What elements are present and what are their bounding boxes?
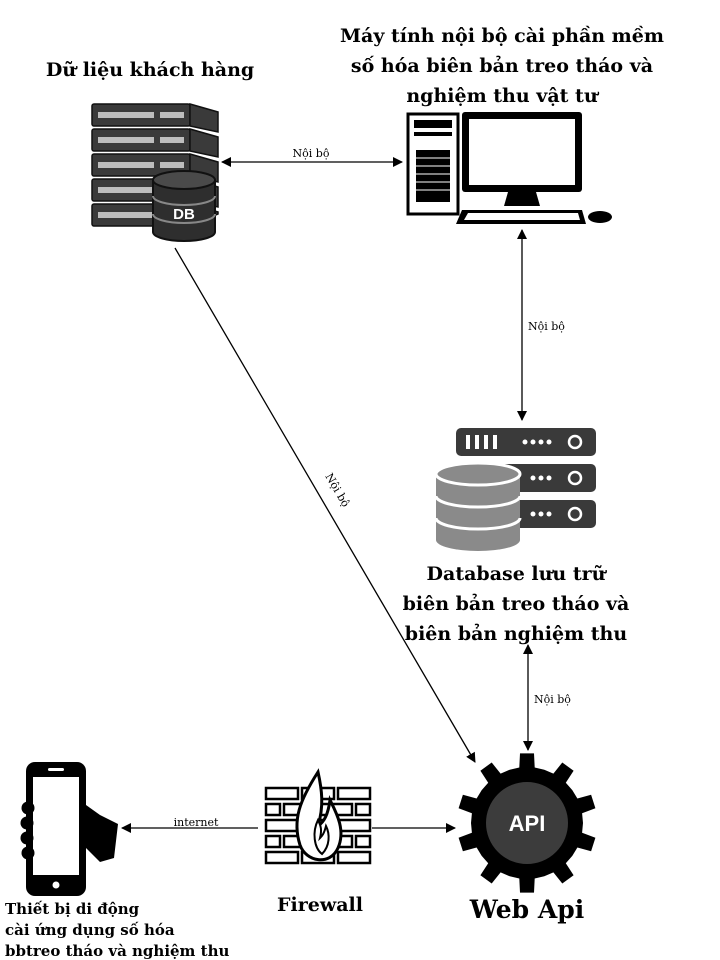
edge-label-internet: internet [174, 816, 219, 829]
mobile-device-label-line1: Thiết bị di động [5, 900, 140, 918]
storage-database-icon [434, 428, 596, 551]
internal-pc-label-line2: số hóa biên bản treo tháo và [351, 55, 653, 77]
edge-label-customer-api: Nội bộ [322, 471, 352, 510]
firewall-label: Firewall [277, 894, 363, 916]
mobile-phone-icon [20, 762, 118, 896]
mobile-device-label-line3: bbtreo tháo và nghiệm thu [5, 942, 229, 960]
storage-db-label-line2: biên bản treo tháo và [403, 593, 630, 615]
edge-customer-api [174, 247, 476, 763]
customer-data-label: Dữ liệu khách hàng [46, 59, 254, 81]
internal-pc-label-line1: Máy tính nội bộ cài phần mềm [340, 25, 664, 47]
storage-db-label-line3: biên bản nghiệm thu [405, 623, 628, 645]
desktop-computer-icon [406, 112, 612, 224]
mobile-device-label-line2: cài ứng dụng số hóa [5, 921, 175, 939]
internal-pc-label-line3: nghiệm thu vật tư [406, 85, 599, 107]
edge-label-customer-pc: Nội bộ [293, 147, 330, 160]
edge-label-pc-storage: Nội bộ [528, 320, 565, 333]
server-db-icon [91, 103, 219, 242]
web-api-label: Web Api [469, 895, 585, 924]
db-badge: DB [173, 206, 195, 223]
api-badge: API [509, 811, 546, 836]
web-api-gear-icon [458, 753, 596, 893]
firewall-icon [264, 768, 372, 865]
storage-db-label-line1: Database lưu trữ [427, 563, 608, 585]
edge-label-storage-api: Nội bộ [534, 693, 571, 706]
